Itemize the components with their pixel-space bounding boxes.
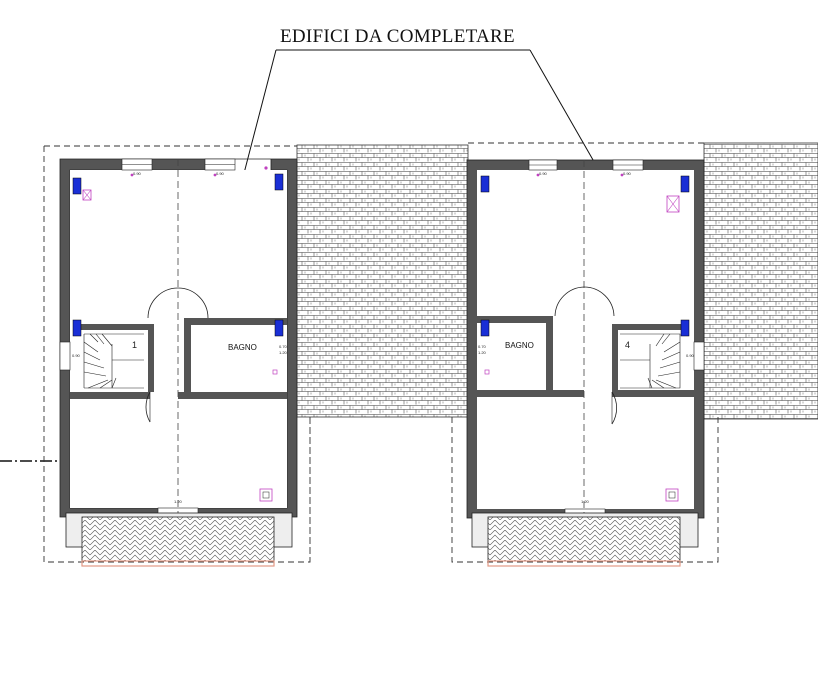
svg-text:0.70: 0.70 bbox=[478, 344, 487, 349]
stair-number-1: 1 bbox=[132, 340, 137, 350]
column bbox=[274, 319, 284, 337]
svg-text:0.90: 0.90 bbox=[72, 353, 81, 358]
svg-text:0.90: 0.90 bbox=[686, 353, 695, 358]
roof-tiles-1 bbox=[296, 144, 469, 418]
svg-text:1.20: 1.20 bbox=[174, 499, 183, 504]
room-label-bagno-2: BAGNO bbox=[505, 341, 534, 350]
svg-text:0.90: 0.90 bbox=[539, 171, 548, 176]
stair-number-4: 4 bbox=[625, 340, 630, 350]
column bbox=[72, 177, 82, 195]
svg-text:0.90: 0.90 bbox=[133, 171, 142, 176]
svg-text:0.90: 0.90 bbox=[623, 171, 632, 176]
svg-text:1.20: 1.20 bbox=[279, 350, 288, 355]
svg-text:1.20: 1.20 bbox=[478, 350, 487, 355]
roof-tiles-2 bbox=[703, 142, 818, 420]
column bbox=[480, 175, 490, 193]
drawing-title: EDIFICI DA COMPLETARE bbox=[280, 26, 515, 47]
svg-text:1.20: 1.20 bbox=[581, 499, 590, 504]
svg-text:0.70: 0.70 bbox=[279, 344, 288, 349]
unit-1: 1 BAGNO 0.90 0.90 0.90 0.70 1.20 1.20 bbox=[43, 145, 311, 567]
column bbox=[480, 319, 490, 337]
column bbox=[680, 175, 690, 193]
column bbox=[72, 319, 82, 337]
column bbox=[680, 319, 690, 337]
column bbox=[274, 173, 284, 191]
room-label-bagno-1: BAGNO bbox=[228, 343, 257, 352]
unit-2: 4 BAGNO 0.90 0.90 0.70 1.20 0.90 1.20 bbox=[451, 142, 719, 567]
svg-text:0.90: 0.90 bbox=[216, 171, 225, 176]
